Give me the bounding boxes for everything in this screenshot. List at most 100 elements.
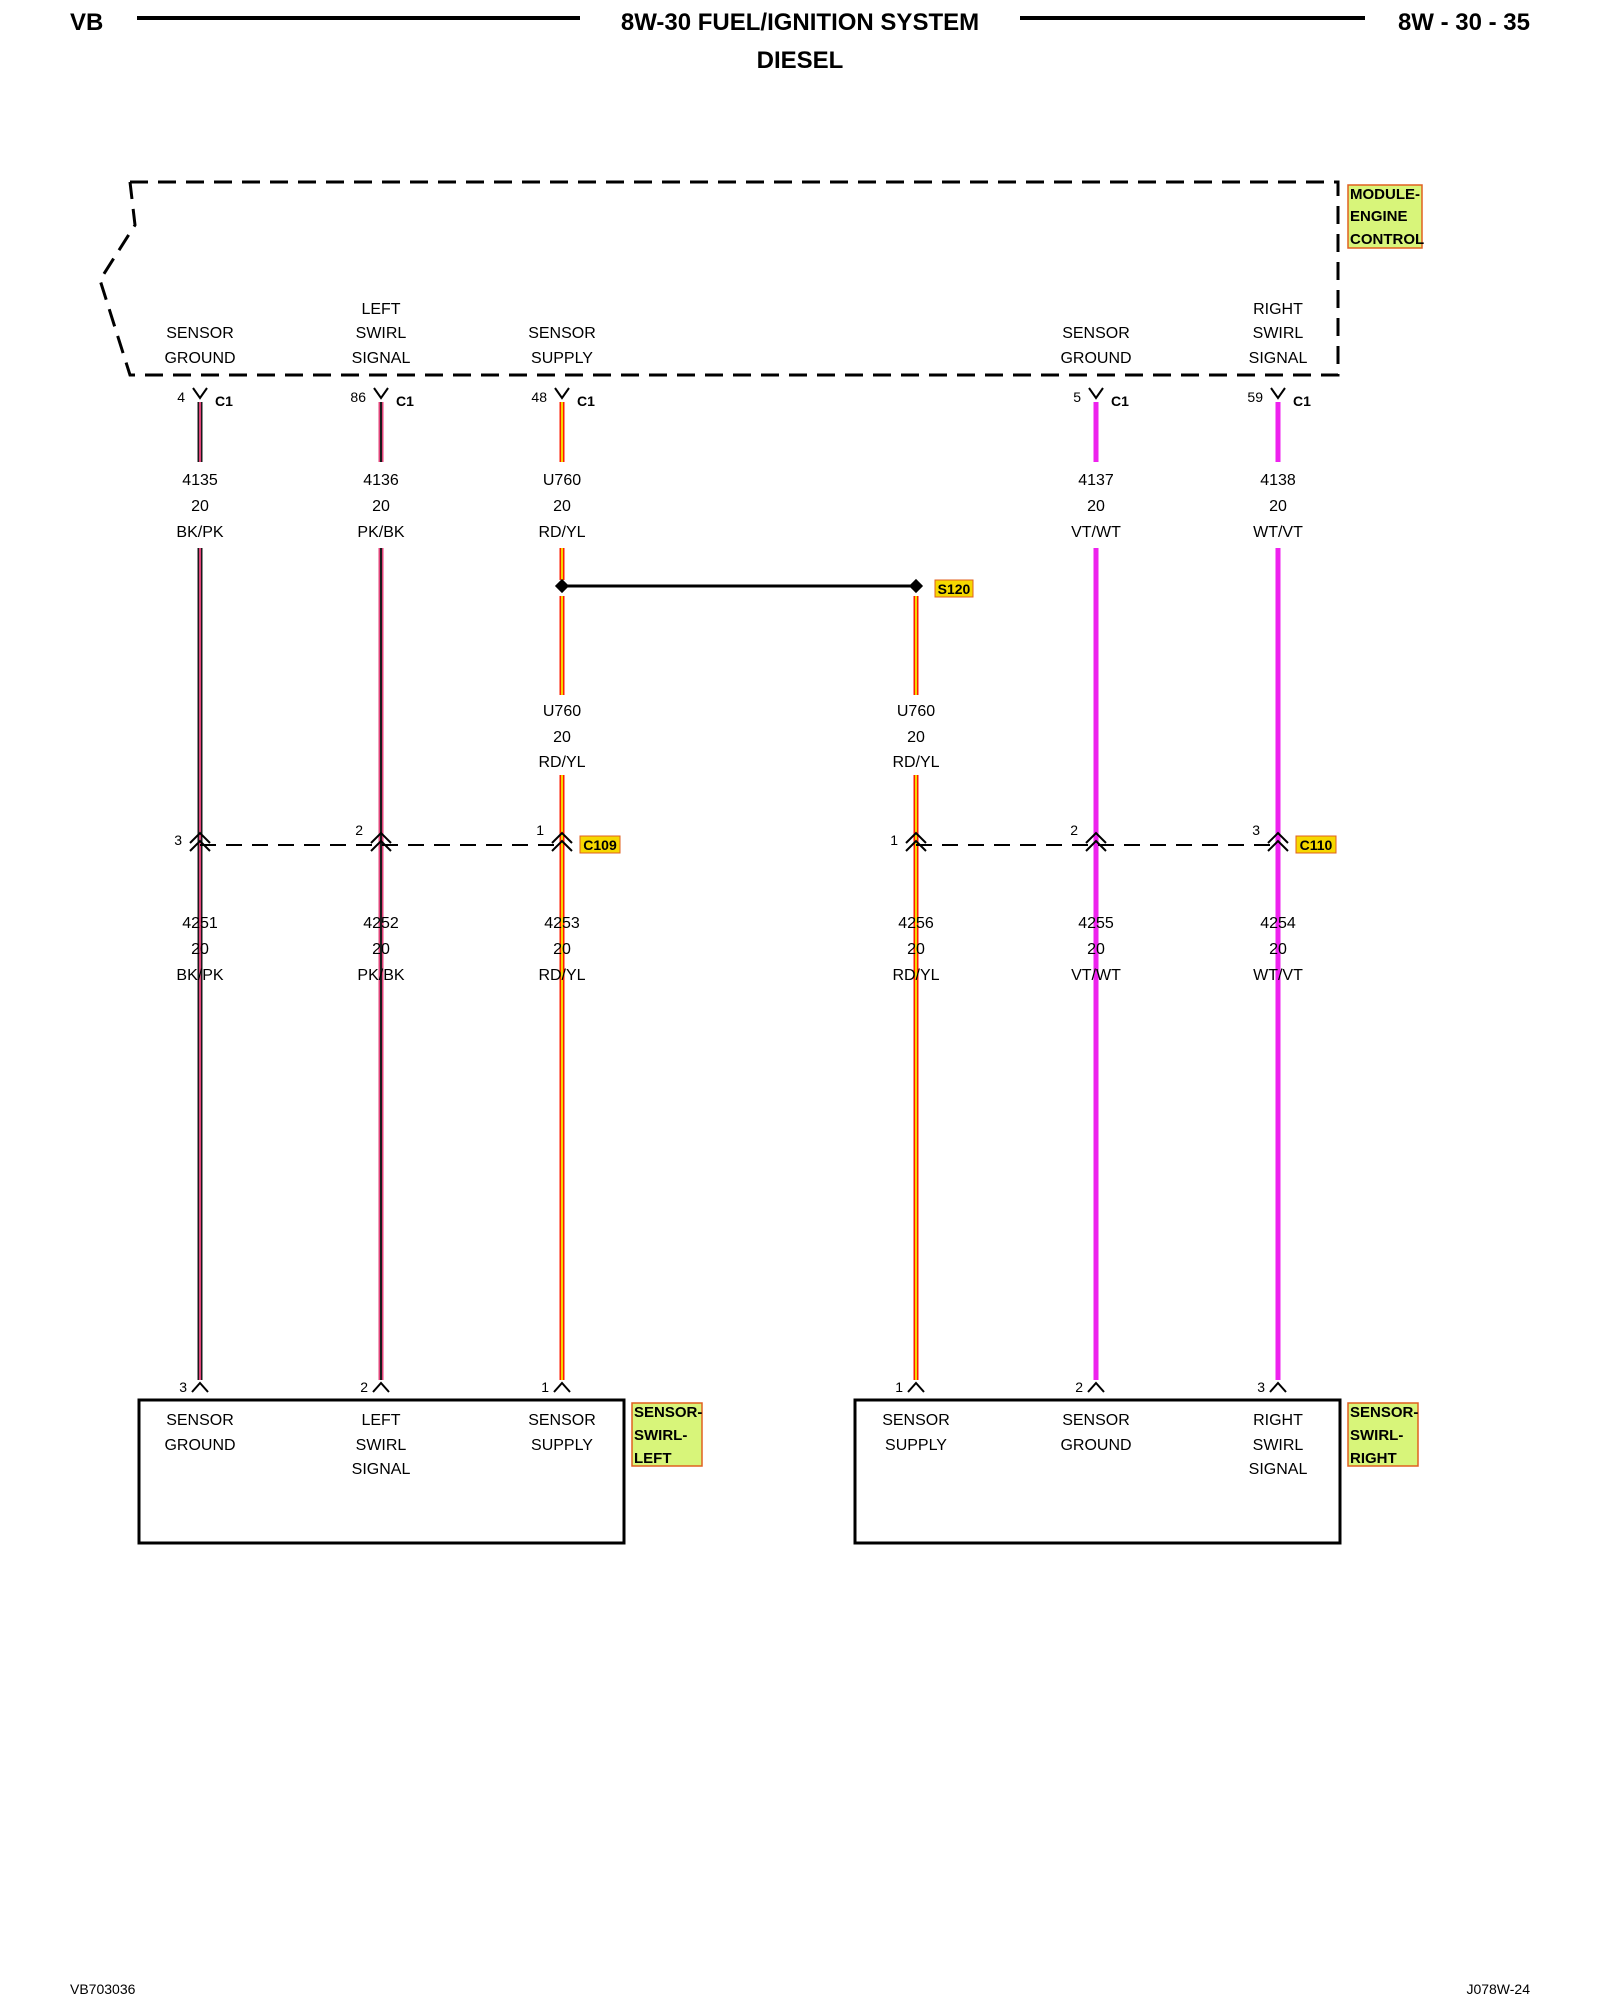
ecm-pin-label: SIGNAL: [352, 350, 411, 367]
wire-gauge: 20: [907, 729, 925, 746]
wire-segments: [197, 402, 1281, 1380]
ecm-terminal: 86 C1: [350, 387, 414, 409]
sensor-pin-label: SUPPLY: [885, 1437, 947, 1454]
wire-circuit: U760: [543, 703, 581, 720]
sensor-name-tag: [1347, 1402, 1419, 1467]
header-page-number: 8W - 30 - 35: [1398, 9, 1530, 36]
sensor-terminal: 2: [360, 1379, 390, 1395]
wire-label: 4255 20 VT/WT: [1071, 915, 1121, 984]
header-title: 8W-30 FUEL/IGNITION SYSTEM: [621, 9, 979, 36]
connector-pin-number: 2: [1070, 822, 1078, 838]
ecm-name-line-2: ENGINE: [1350, 208, 1408, 225]
sensor-pin-label: SENSOR: [528, 1412, 596, 1429]
wire-circuit: 4254: [1260, 915, 1296, 932]
connector-pin-number: 3: [174, 832, 182, 848]
sensor-pin-label: SENSOR: [166, 1412, 234, 1429]
sensor-name-tag: [631, 1402, 703, 1467]
page-footer: VB703036 J078W-24: [70, 1981, 1530, 1997]
sensor-pin-label: SIGNAL: [352, 1461, 411, 1478]
wire-color-code: PK/BK: [357, 967, 404, 984]
sensor-terminal: 3: [1257, 1379, 1287, 1395]
ecm-pin-label: SENSOR: [1062, 325, 1130, 342]
wire-gauge: 20: [372, 941, 390, 958]
ecm-terminal: 59 C1: [1247, 387, 1311, 409]
connector-name: C109: [583, 837, 617, 853]
ecm-pin-label: SWIRL: [356, 325, 407, 342]
sensor-swirl-left: 3 2 1 SENSOR GROUND LEFT SWIRL SIGNAL SE…: [137, 1379, 703, 1545]
ecm-connector-name: C1: [396, 393, 414, 409]
wire-label: U760 20 RD/YL: [892, 703, 939, 771]
inline-connector-c110: 1 2 3 C110: [890, 822, 1337, 854]
ecm-pin-label: SWIRL: [1253, 325, 1304, 342]
sensor-name-line: SENSOR-: [634, 1404, 702, 1421]
ecm-connector-name: C1: [577, 393, 595, 409]
footer-document-id: VB703036: [70, 1981, 136, 1997]
sensor-pin-label: SUPPLY: [531, 1437, 593, 1454]
connector-pin-number: 2: [355, 822, 363, 838]
ecm-connector-name: C1: [1111, 393, 1129, 409]
splice-tag: [934, 579, 974, 598]
wire-label: 4138 20 WT/VT: [1253, 472, 1303, 541]
wire-color-code: PK/BK: [357, 524, 404, 541]
ecm-name-tag: [1347, 184, 1423, 249]
wire-circuit: 4138: [1260, 472, 1296, 489]
connector-pin-number: 1: [536, 822, 544, 838]
sensor-pin-label: GROUND: [164, 1437, 235, 1454]
wire-label: 4136 20 PK/BK: [357, 472, 404, 541]
wire-label: 4256 20 RD/YL: [892, 915, 939, 984]
wire-label: 4253 20 RD/YL: [538, 915, 585, 984]
wire-color-code: BK/PK: [176, 524, 223, 541]
ecm-pin-number: 4: [177, 389, 185, 405]
connector-terminal: 1: [890, 831, 927, 852]
wire-gauge: 20: [553, 729, 571, 746]
connector-pin-number: 3: [1252, 822, 1260, 838]
sensor-name-line: SWIRL-: [634, 1427, 687, 1444]
ecm-pin-label: GROUND: [1060, 350, 1131, 367]
wire-gauge: 20: [191, 498, 209, 515]
sensor-pin-number: 2: [1075, 1379, 1083, 1395]
wire-gauge: 20: [1087, 498, 1105, 515]
ecm-pin-label: RIGHT: [1253, 301, 1303, 318]
ecm-outline: [98, 180, 1340, 377]
ecm-terminal: 4 C1: [177, 387, 233, 409]
wire-gauge: 20: [191, 941, 209, 958]
wire-circuit: U760: [897, 703, 935, 720]
wire-color-code: RD/YL: [892, 967, 939, 984]
wire-label: 4135 20 BK/PK: [176, 472, 223, 541]
sensor-name-line: SENSOR-: [1350, 1404, 1418, 1421]
wire-gauge: 20: [1269, 498, 1287, 515]
wire-circuit: 4253: [544, 915, 580, 932]
splice-s120: S120 U760 20 RD/YL U760 20 RD/YL: [538, 578, 974, 771]
wire-circuit: 4135: [182, 472, 218, 489]
ecm-pin-label: LEFT: [361, 301, 400, 318]
sensor-pin-number: 2: [360, 1379, 368, 1395]
connector-name: C110: [1300, 837, 1333, 853]
ecm-module: MODULE- ENGINE CONTROL SENSOR GROUND LEF…: [98, 180, 1424, 409]
upper-wire-labels: 4135 20 BK/PK 4136 20 PK/BK U760 20 RD/Y…: [176, 472, 1303, 541]
connector-tag: [1295, 835, 1337, 854]
connector-tag: [579, 835, 621, 854]
ecm-connector-name: C1: [1293, 393, 1311, 409]
wire-color-code: WT/VT: [1253, 967, 1303, 984]
wire-color-code: RD/YL: [538, 967, 585, 984]
wire-gauge: 20: [553, 498, 571, 515]
ecm-pin-number: 48: [531, 389, 547, 405]
wire-color-code: WT/VT: [1253, 524, 1303, 541]
wire-circuit: U760: [543, 472, 581, 489]
header-subtitle: DIESEL: [757, 47, 844, 74]
sensor-pin-label: SENSOR: [882, 1412, 950, 1429]
connector-terminal: 1: [536, 822, 573, 852]
splice-node: [554, 578, 570, 594]
sensor-pin-number: 1: [541, 1379, 549, 1395]
header-left: VB: [70, 9, 103, 36]
wire-gauge: 20: [1269, 941, 1287, 958]
ecm-pin-number: 86: [350, 389, 366, 405]
connector-terminal: 3: [1252, 822, 1289, 852]
sensor-pin-number: 1: [895, 1379, 903, 1395]
ecm-pin-label: SENSOR: [528, 325, 596, 342]
wire-color-code: RD/YL: [538, 754, 585, 771]
footer-figure-id: J078W-24: [1466, 1981, 1530, 1997]
splice-node: [908, 578, 924, 594]
wire-color-code: RD/YL: [892, 754, 939, 771]
